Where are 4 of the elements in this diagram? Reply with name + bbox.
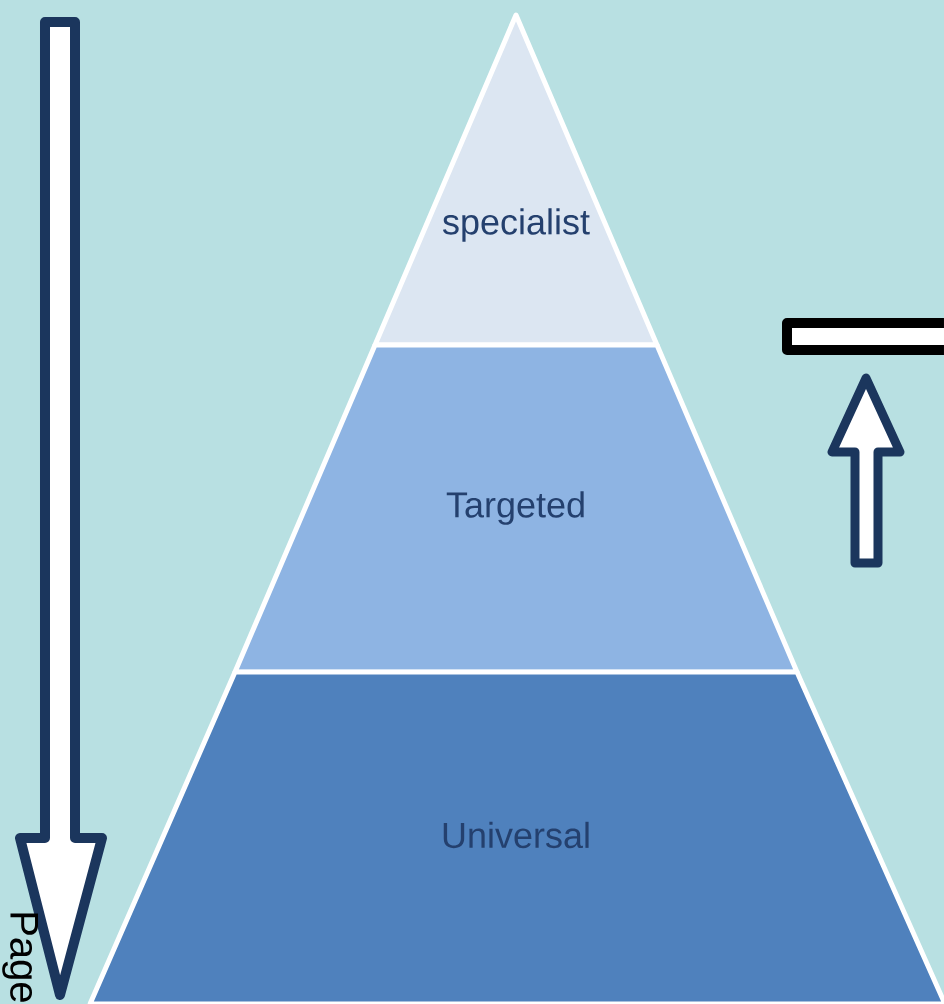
pyramid-level: Targeted — [232, 342, 800, 675]
page-label: Page — [2, 913, 38, 1002]
pyramid-level: Universal — [87, 669, 944, 1004]
pyramid-level: specialist — [372, 12, 660, 348]
